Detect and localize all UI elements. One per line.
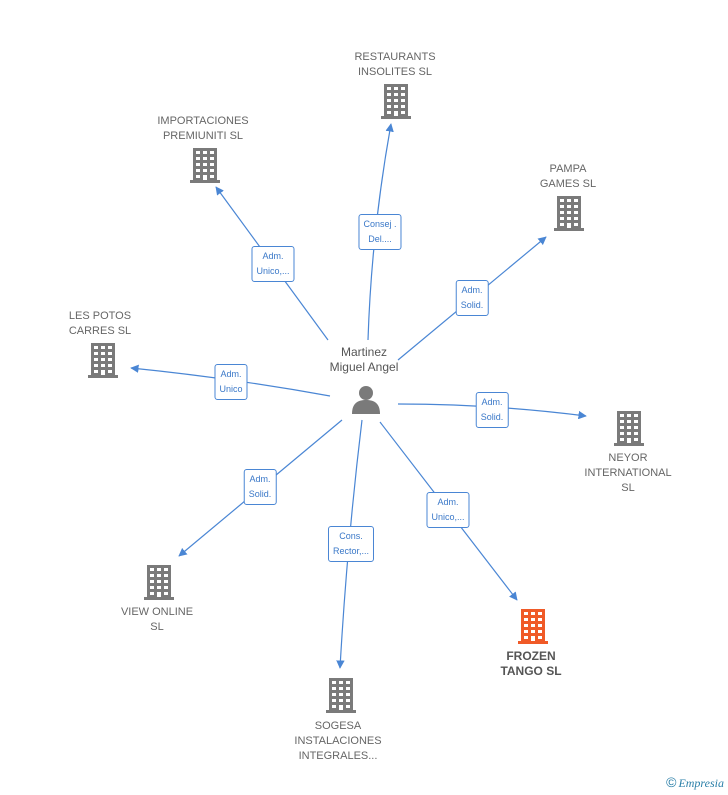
- company-label-restaurants[interactable]: RESTAURANTS INSOLITES SL: [354, 50, 435, 80]
- center-name-line1: Martinez: [340, 345, 387, 359]
- role-text: Adm.: [249, 474, 271, 484]
- role-box-frozen-tango[interactable]: Adm. Unico,...: [426, 492, 470, 528]
- company-name-line2: INSOLITES SL: [358, 66, 432, 78]
- footer-brand[interactable]: ©Empresia: [666, 774, 724, 791]
- company-name-line1: SOGESA: [314, 720, 362, 732]
- company-name-line1: LES POTOS: [68, 310, 132, 322]
- company-label-view-online[interactable]: VIEW ONLINE SL: [121, 605, 193, 635]
- role-box-sogesa[interactable]: Cons. Rector,...: [327, 526, 375, 562]
- company-name-line1: RESTAURANTS: [354, 51, 436, 63]
- building-icon[interactable]: [144, 565, 174, 600]
- company-name-line2: CARRES SL: [68, 325, 132, 337]
- role-text: Rector,...: [332, 546, 370, 556]
- company-name-line1: IMPORTACIONES: [157, 115, 249, 127]
- company-name-line3: INTEGRALES...: [298, 750, 378, 762]
- company-name-line2: INSTALACIONES: [294, 735, 382, 747]
- role-text: Solid.: [460, 300, 484, 310]
- role-box-pampa[interactable]: Adm. Solid.: [455, 280, 489, 316]
- role-text: Unico,...: [431, 512, 465, 522]
- company-name-line2: PREMIUNITI SL: [162, 130, 244, 142]
- role-box-importaciones[interactable]: Adm. Unico,...: [251, 246, 295, 282]
- role-text: Del....: [368, 234, 392, 244]
- role-text: Adm.: [437, 497, 459, 507]
- building-icon[interactable]: [88, 343, 118, 378]
- building-icon[interactable]: [190, 148, 220, 183]
- role-text: Solid.: [248, 489, 272, 499]
- role-text: Unico,...: [256, 266, 290, 276]
- company-name-line2: INTERNATIONAL: [584, 467, 672, 479]
- company-label-neyor[interactable]: NEYOR INTERNATIONAL SL: [584, 451, 671, 496]
- company-name-line1: PAMPA: [549, 163, 587, 175]
- center-person-name[interactable]: Martinez Miguel Angel: [330, 345, 399, 375]
- building-icon[interactable]: [554, 196, 584, 231]
- center-name-line2: Miguel Angel: [329, 360, 399, 374]
- company-label-les-potos[interactable]: LES POTOS CARRES SL: [69, 309, 131, 339]
- company-name-line1: NEYOR: [608, 452, 648, 464]
- company-name-line2: TANGO SL: [500, 664, 562, 678]
- company-label-sogesa[interactable]: SOGESA INSTALACIONES INTEGRALES...: [294, 719, 381, 764]
- building-icon[interactable]: [326, 678, 356, 713]
- role-text: Consej .: [363, 219, 397, 229]
- role-text: Adm.: [220, 369, 242, 379]
- role-text: Adm.: [461, 285, 483, 295]
- person-icon: [352, 386, 380, 414]
- role-box-restaurants[interactable]: Consej . Del....: [358, 214, 402, 250]
- company-label-pampa[interactable]: PAMPA GAMES SL: [540, 162, 596, 192]
- building-icon[interactable]: [518, 609, 548, 644]
- company-label-importaciones[interactable]: IMPORTACIONES PREMIUNITI SL: [157, 114, 248, 144]
- role-text: Adm.: [262, 251, 284, 261]
- role-text: Unico: [219, 384, 243, 394]
- building-icon[interactable]: [614, 411, 644, 446]
- role-text: Adm.: [481, 397, 503, 407]
- role-box-neyor[interactable]: Adm. Solid.: [475, 392, 509, 428]
- role-box-view-online[interactable]: Adm. Solid.: [243, 469, 277, 505]
- company-name-line3: SL: [621, 482, 635, 494]
- company-name-line1: VIEW ONLINE: [120, 606, 194, 618]
- brand-name: Empresia: [678, 776, 724, 790]
- company-name-line2: GAMES SL: [539, 178, 597, 190]
- role-box-les-potos[interactable]: Adm. Unico: [214, 364, 248, 400]
- building-icon[interactable]: [381, 84, 411, 119]
- copyright-icon: ©: [666, 774, 677, 790]
- company-name-line1: FROZEN: [506, 649, 556, 663]
- role-text: Solid.: [480, 412, 504, 422]
- role-text: Cons.: [339, 531, 363, 541]
- company-name-line2: SL: [150, 621, 164, 633]
